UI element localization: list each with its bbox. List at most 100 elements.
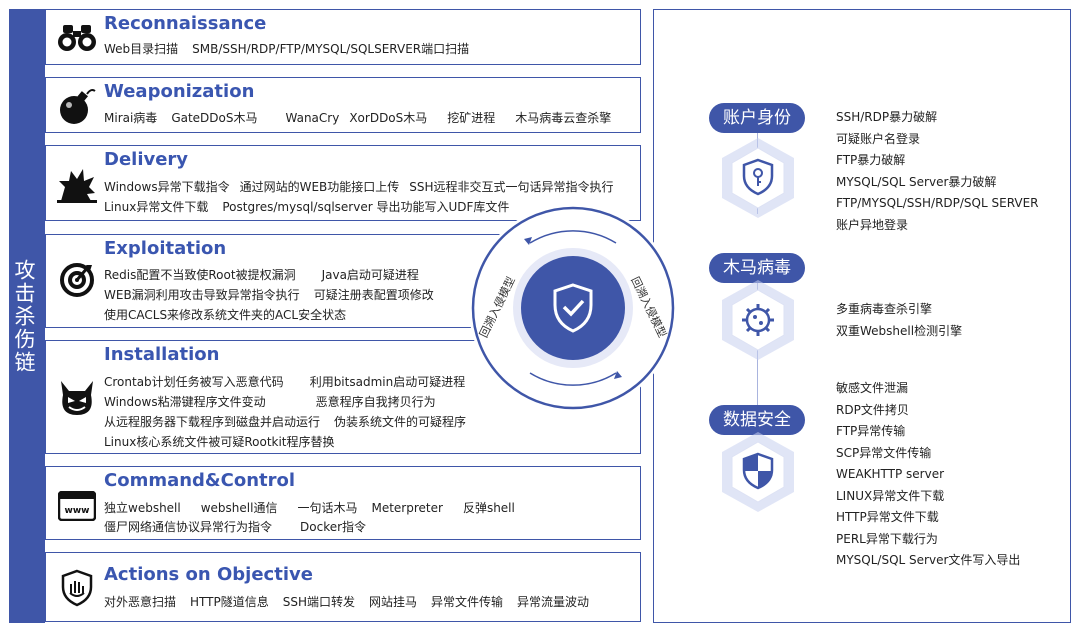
detection-item: SSH/RDP暴力破解 [836, 110, 938, 124]
detection-item: 敏感文件泄漏 [836, 381, 909, 395]
category-pill-data: 数据安全 [709, 405, 805, 435]
technique-item: WEB漏洞利用攻击导致异常指令执行 [104, 288, 300, 302]
stage-title: Weaponization [104, 81, 255, 102]
technique-item: Mirai病毒 [104, 111, 158, 125]
detection-item: LINUX异常文件下载 [836, 488, 945, 503]
browser-www-icon: www [56, 485, 98, 527]
stage-title: Exploitation [104, 238, 227, 259]
stage-line: WEB漏洞利用攻击导致异常指令执行可疑注册表配置项修改 [104, 286, 448, 303]
detection-item: PERL异常下载行为 [836, 531, 938, 546]
technique-item: Java启动可疑进程 [321, 268, 419, 282]
technique-item: Linux核心系统文件被可疑Rootkit程序替换 [104, 435, 335, 449]
shield-quadrant-icon [720, 430, 796, 514]
technique-item: Windows粘滞键程序文件变动 [104, 395, 266, 409]
stage-title: Command&Control [104, 470, 296, 491]
category-items-data: 敏感文件泄漏 RDP文件拷贝 FTP异常传输 SCP异常文件传输 WEAKHTT… [836, 378, 1020, 572]
stage-title: Delivery [104, 149, 189, 170]
technique-item: 异常流量波动 [517, 595, 590, 609]
stage-line: Linux核心系统文件被可疑Rootkit程序替换 [104, 433, 349, 450]
detection-item: SCP异常文件传输 [836, 445, 932, 460]
devil-icon [56, 377, 98, 419]
technique-item: 一句话木马 [297, 501, 358, 515]
detection-item: FTP/MYSQL/SSH/RDP/SQL SERVER [836, 196, 1039, 210]
shield-hand-icon [56, 567, 98, 609]
stage-title: Actions on Objective [104, 564, 313, 585]
detection-item: 多重病毒查杀引擎 [836, 302, 933, 316]
technique-item: 伪装系统文件的可疑程序 [334, 415, 467, 429]
detection-item: RDP文件拷贝 [836, 402, 909, 417]
category-items-account: SSH/RDP暴力破解 可疑账户名登录 FTP暴力破解 MYSQL/SQL Se… [836, 107, 1039, 236]
technique-item: GateDDoS木马 [171, 111, 258, 125]
technique-item: 恶意程序自我拷贝行为 [315, 395, 436, 409]
detection-item: 账户异地登录 [836, 217, 909, 232]
technique-item: 对外恶意扫描 [104, 595, 177, 609]
technique-item: 僵尸网络通信协议异常行为指令 [104, 520, 273, 534]
detection-item: WEAKHTTP server [836, 467, 945, 481]
stage-line: Crontab计划任务被写入恶意代码 利用bitsadmin启动可疑进程 [104, 373, 479, 390]
category-pill-malware: 木马病毒 [709, 253, 805, 283]
technique-item: 网站挂马 [369, 595, 418, 609]
stage-line: Redis配置不当致使Root被提权漏洞 Java启动可疑进程 [104, 266, 433, 283]
stage-line: 使用CACLS来修改系统文件夹的ACL安全状态 [104, 306, 360, 323]
stage-line: Windows粘滞键程序文件变动 恶意程序自我拷贝行为 [104, 393, 450, 410]
detection-item: 可疑账户名登录 [836, 131, 921, 146]
category-items-malware: 多重病毒查杀引擎 双重Webshell检测引擎 [836, 299, 962, 342]
stage-line: 从远程服务器下载程序到磁盘并启动运行伪装系统文件的可疑程序 [104, 413, 480, 430]
technique-item: Docker指令 [300, 520, 367, 534]
shield-check-icon [551, 283, 595, 337]
detection-panel: 账户身份 SSH/RDP暴力破解 可疑账户名登录 FTP暴力破解 MYSQL/S… [653, 9, 1071, 623]
technique-item: 挖矿进程 [447, 111, 496, 125]
detection-item: FTP异常传输 [836, 424, 906, 438]
technique-item: Web目录扫描 [104, 42, 179, 56]
technique-item: Meterpreter [371, 501, 443, 515]
detection-item: HTTP异常文件下载 [836, 510, 939, 524]
kill-chain-label: 攻击杀伤链 [12, 258, 36, 374]
stage-line: 独立webshell webshell通信 一句话木马 Meterpreter 反弹sh… [104, 499, 529, 516]
technique-item: 从远程服务器下载程序到磁盘并启动运行 [104, 415, 321, 429]
technique-item: HTTP隧道信息 [190, 595, 269, 609]
technique-item: 反弹shell [462, 501, 515, 515]
stage-line: 僵尸网络通信协议异常行为指令 Docker指令 [104, 518, 380, 535]
technique-item: XorDDoS木马 [349, 111, 428, 125]
svg-text:www: www [65, 506, 90, 516]
binoculars-icon [56, 17, 98, 59]
virus-gear-icon [720, 278, 796, 362]
technique-item: 利用bitsadmin启动可疑进程 [309, 375, 466, 389]
technique-item: Redis配置不当致使Root被提权漏洞 [104, 268, 296, 282]
technique-item: Postgres/mysql/sqlserver 导出功能写入UDF库文件 [222, 200, 510, 214]
detection-item: MYSQL/SQL Server暴力破解 [836, 174, 997, 189]
center-ring: 回溯入侵模型 回溯入侵模型 [468, 203, 678, 413]
stage-title: Installation [104, 344, 220, 365]
technique-item: Linux异常文件下载 [104, 200, 209, 214]
technique-item: 使用CACLS来修改系统文件夹的ACL安全状态 [104, 308, 347, 322]
technique-item: 木马病毒云查杀擎 [515, 111, 612, 125]
technique-item: 异常文件传输 [431, 595, 504, 609]
shield-key-icon [720, 136, 796, 220]
stage-title: Reconnaissance [104, 13, 267, 34]
explosion-icon [56, 164, 98, 206]
technique-item: 可疑注册表配置项修改 [313, 288, 434, 302]
category-pill-account: 账户身份 [709, 103, 805, 133]
technique-item: SSH远程非交互式一句话异常指令执行 [409, 180, 614, 194]
detection-item: 双重Webshell检测引擎 [836, 323, 963, 338]
stage-line: Web目录扫描 SMB/SSH/RDP/FTP/MYSQL/SQLSERVER端口… [104, 40, 483, 57]
technique-item: Crontab计划任务被写入恶意代码 [104, 375, 284, 389]
technique-item: webshell通信 [200, 501, 278, 515]
kill-chain-strip: 攻击杀伤链 [9, 9, 45, 623]
detection-item: MYSQL/SQL Server文件写入导出 [836, 553, 1021, 567]
bomb-icon [56, 85, 98, 127]
stage-line: Linux异常文件下载 Postgres/mysql/sqlserver 导出功能… [104, 198, 523, 215]
technique-item: SMB/SSH/RDP/FTP/MYSQL/SQLSERVER端口扫描 [192, 42, 470, 56]
target-icon [56, 259, 98, 301]
stage-command-control: www Command&Control 独立webshell webshell通信… [45, 466, 641, 540]
stage-reconnaissance: Reconnaissance Web目录扫描 SMB/SSH/RDP/FTP/MY… [45, 9, 641, 65]
detection-item: FTP暴力破解 [836, 153, 906, 167]
technique-item: 通过网站的WEB功能接口上传 [239, 180, 400, 194]
technique-item: 独立webshell [104, 501, 181, 515]
